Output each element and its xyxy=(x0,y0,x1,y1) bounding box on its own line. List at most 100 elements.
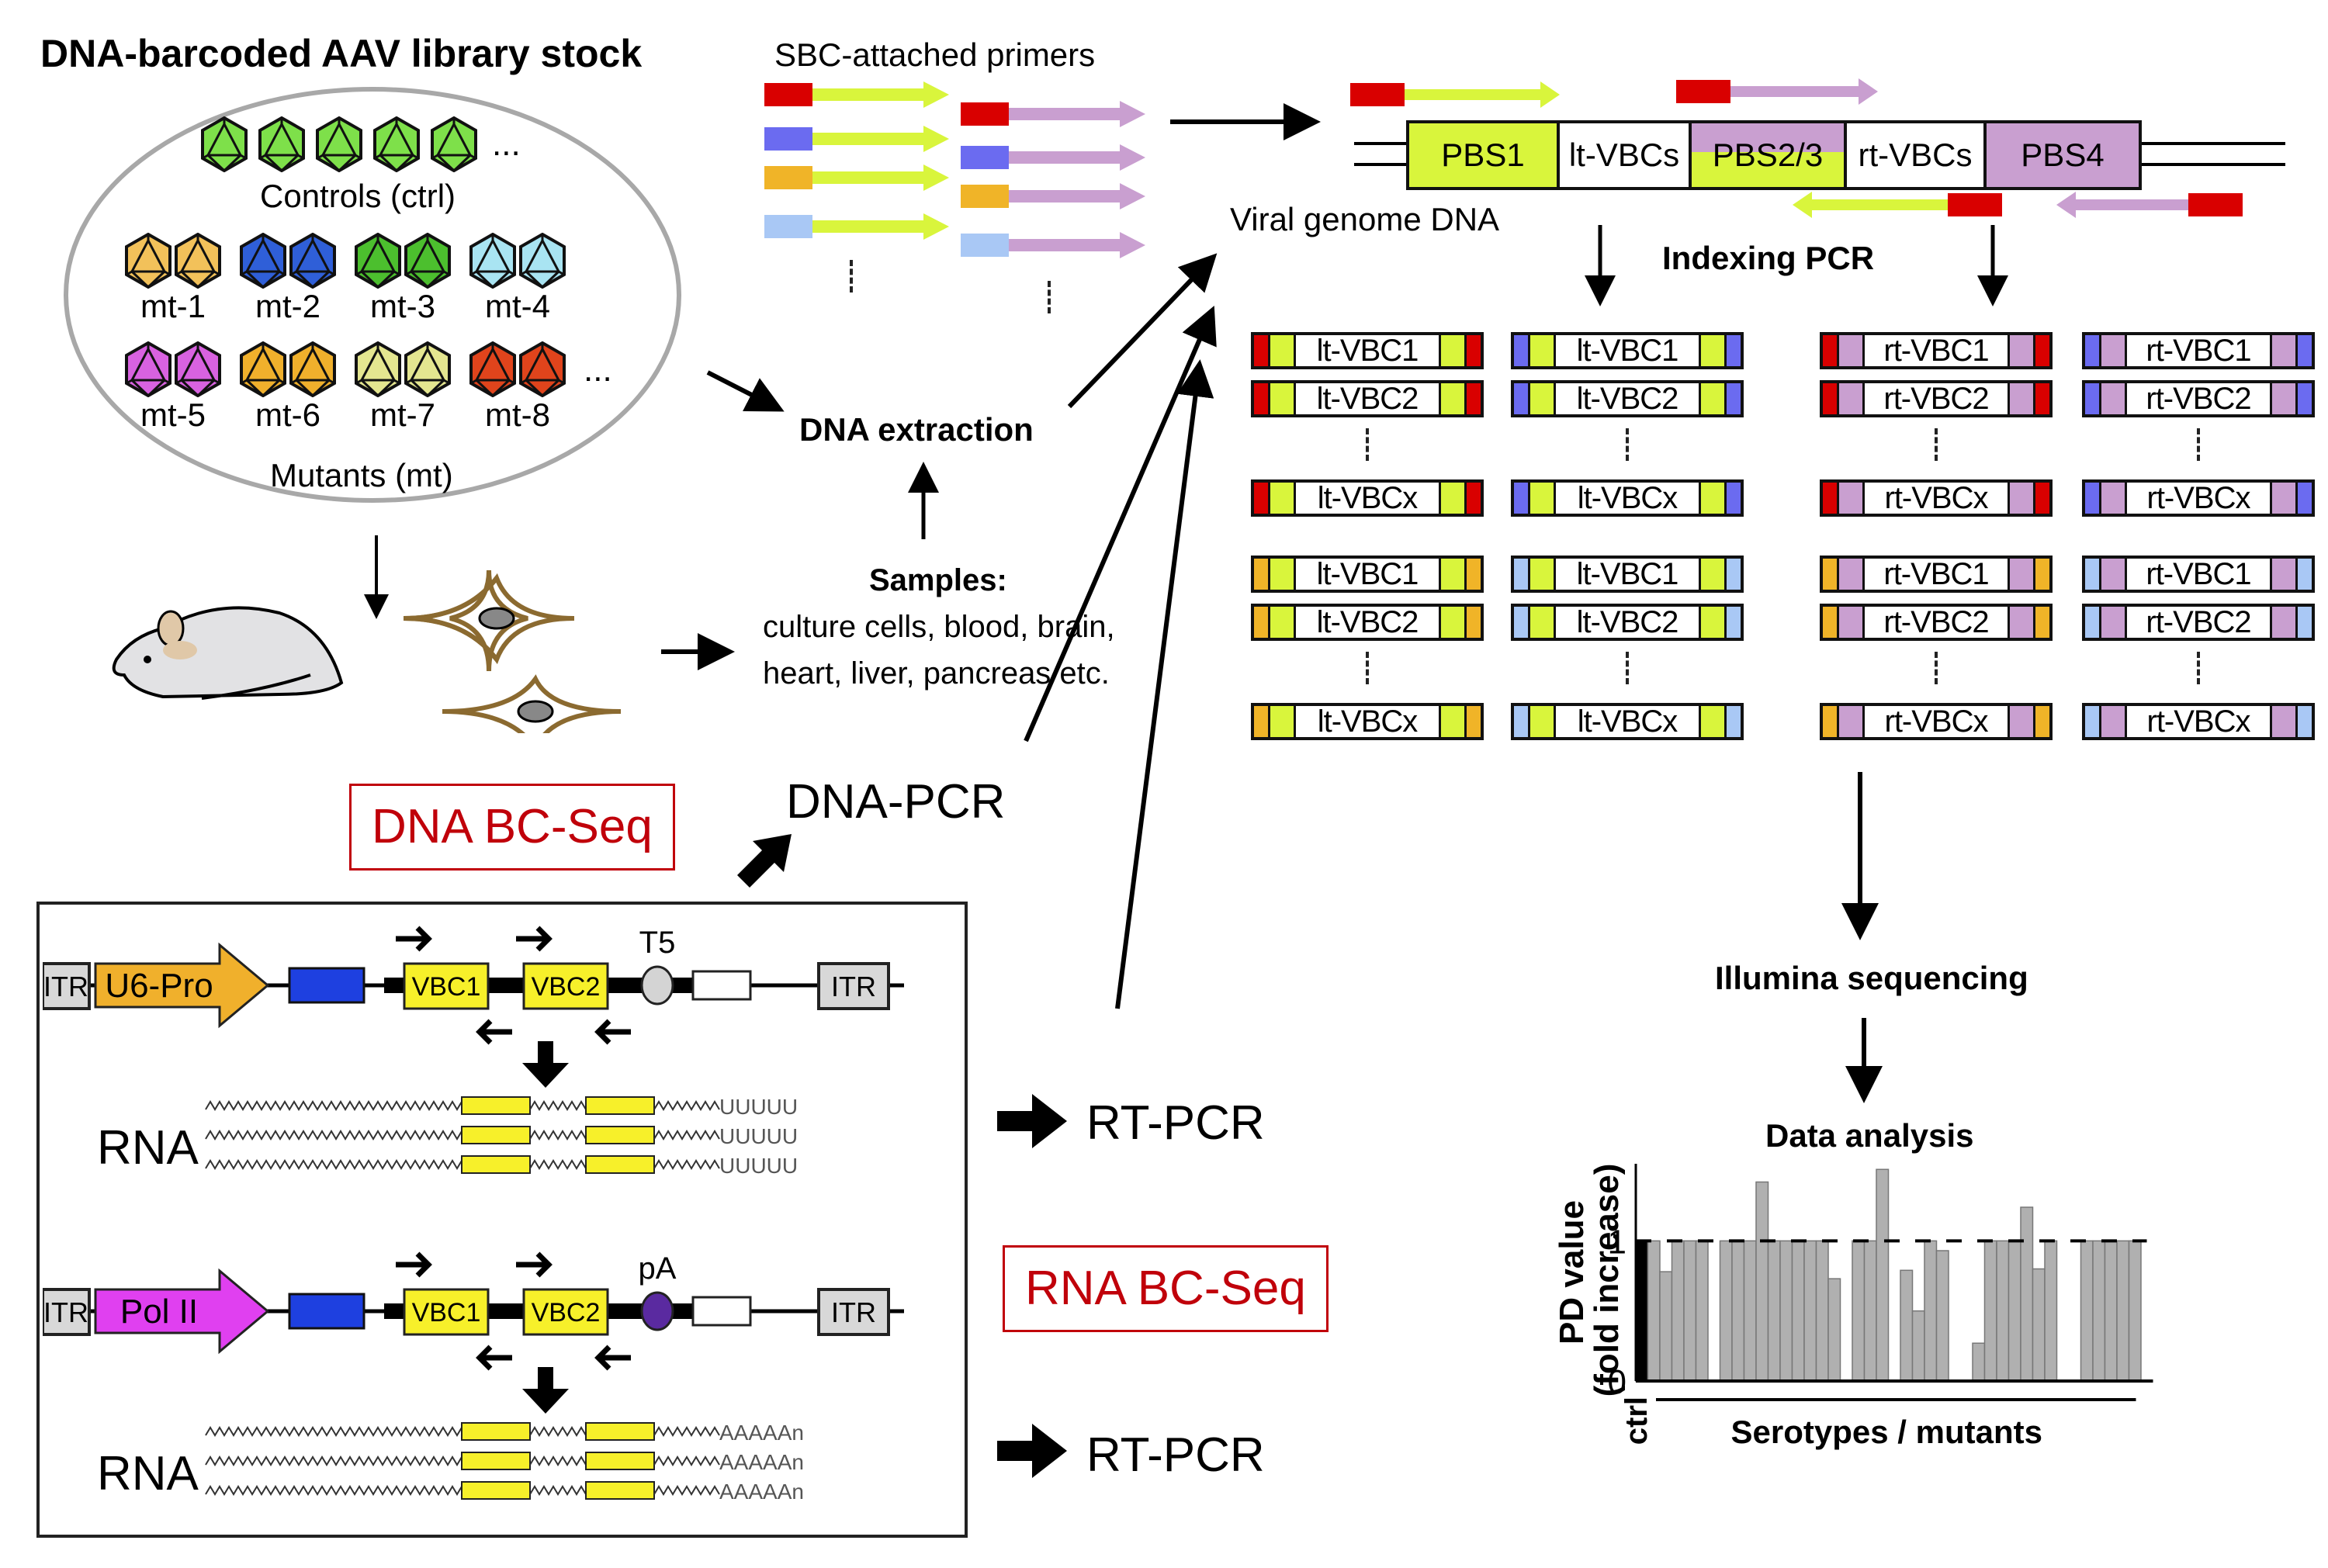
promoter-label: U6-Pro xyxy=(105,967,213,1005)
samples-line-2: heart, liver, pancreas etc. xyxy=(763,656,1110,691)
mutants-ellipsis: ... xyxy=(584,351,612,389)
genome-segment-pbs4: PBS4 xyxy=(1983,123,2139,187)
itr-left xyxy=(43,962,91,1010)
capsid-mutant-icon xyxy=(175,233,221,289)
genome-primers xyxy=(1350,78,2243,218)
mutant-label: mt-6 xyxy=(255,396,320,433)
reverse-primer-icon xyxy=(594,1019,631,1045)
right-indexed-fragment: rt-VBC2 xyxy=(1820,604,2053,641)
mutant-label: mt-7 xyxy=(370,396,435,433)
promoter-arrow xyxy=(94,1268,270,1355)
capsid-mutant-icon xyxy=(289,233,336,289)
controls-label: Controls (ctrl) xyxy=(260,178,456,214)
mutant-group: mt-2 xyxy=(239,233,337,323)
capsid-control-icon xyxy=(373,116,420,172)
data-analysis-label: Data analysis xyxy=(1765,1117,1974,1154)
dna-extraction-label: DNA extraction xyxy=(799,411,1034,448)
rna-tail: AAAAAn xyxy=(719,1480,804,1504)
mutants-row-2: mt-5 mt-6 mt-7 mt-8... xyxy=(124,341,612,431)
controls-row: ... xyxy=(200,116,521,172)
rna-vbc2 xyxy=(585,1155,655,1174)
reverse-primer-icon xyxy=(594,1345,631,1371)
bar xyxy=(1695,1240,1709,1382)
rna-label: RNA xyxy=(97,1447,199,1501)
samples-title: Samples: xyxy=(869,563,1007,597)
left-indexed-fragment: lt-VBCx xyxy=(1511,479,1744,517)
terminator-label: pA xyxy=(639,1251,677,1286)
rna-tail: UUUUU xyxy=(719,1154,798,1178)
mutant-label: mt-4 xyxy=(485,288,550,324)
bar xyxy=(1911,1310,1925,1382)
fragment-label: rt-VBCx xyxy=(2127,704,2270,739)
fragment-label: lt-VBC1 xyxy=(1296,557,1439,591)
fragment-ellipsis xyxy=(1366,428,1369,461)
itr-left xyxy=(43,1288,91,1336)
reverse-primer-icon xyxy=(476,1019,512,1045)
spacer-box xyxy=(691,970,752,1001)
fragment-label: rt-VBC1 xyxy=(1865,334,2008,368)
mutant-group: mt-8 xyxy=(469,341,566,431)
mutant-group: mt-1 xyxy=(124,233,222,323)
viral-genome-label: Viral genome DNA xyxy=(1230,201,1500,237)
spacer-box xyxy=(691,1296,752,1327)
genome-fwd-primer-2-arrow xyxy=(1730,78,1878,105)
capsid-control-icon xyxy=(431,116,477,172)
fragment-label: rt-VBC2 xyxy=(1865,382,2008,416)
capsid-mutant-icon xyxy=(125,341,171,397)
left-indexed-fragment: lt-VBC1 xyxy=(1511,332,1744,369)
sbc-primer xyxy=(961,144,1145,171)
samples-line-1: culture cells, blood, brain, xyxy=(763,610,1115,644)
genome-fwd-primer-2-sbc xyxy=(1676,80,1730,103)
dna-pcr-label: DNA-PCR xyxy=(786,775,1006,829)
fragment-label: lt-VBC1 xyxy=(1556,557,1699,591)
rna-tail: UUUUU xyxy=(719,1095,798,1119)
fragment-label: lt-VBC1 xyxy=(1556,334,1699,368)
terminator-icon xyxy=(640,965,674,1006)
capsid-control-icon xyxy=(201,116,248,172)
fragment-label: lt-VBC2 xyxy=(1296,605,1439,639)
bar xyxy=(1827,1278,1841,1382)
bar xyxy=(2008,1240,2021,1382)
bar xyxy=(2044,1240,2058,1382)
sbc-primer xyxy=(764,164,949,191)
y-axis-label-line-1: PD value xyxy=(1553,1200,1591,1345)
rna-label: RNA xyxy=(97,1121,199,1175)
arrow-library-to-extraction xyxy=(706,370,785,412)
itr-left-label: ITR xyxy=(43,1296,88,1328)
capsid-mutant-icon xyxy=(404,341,451,397)
genome-fwd-primer-1-arrow xyxy=(1405,81,1560,108)
rna-strand xyxy=(205,1159,467,1170)
left-indexed-fragment: lt-VBCx xyxy=(1251,479,1484,517)
rna-strand xyxy=(205,1456,467,1466)
bar xyxy=(1683,1240,1697,1382)
fragment-label: lt-VBC2 xyxy=(1296,382,1439,416)
fragment-label: lt-VBCx xyxy=(1556,481,1699,515)
bar xyxy=(1996,1240,2010,1382)
bar xyxy=(2032,1268,2046,1382)
bar xyxy=(2128,1240,2142,1382)
capsid-mutant-icon xyxy=(519,233,566,289)
vbc1-label: VBC1 xyxy=(412,972,481,1002)
bar xyxy=(1983,1240,1997,1382)
bar xyxy=(2092,1240,2106,1382)
left-indexed-fragment: lt-VBCx xyxy=(1251,703,1484,740)
sbc-primer xyxy=(764,213,949,240)
fat-arrow-dna-pcr xyxy=(737,834,792,888)
genome-segment-pbs2-3: PBS2/3 xyxy=(1689,123,1844,187)
rna-strand xyxy=(205,1130,467,1141)
vbc1-box xyxy=(403,1288,490,1336)
sbc-primer xyxy=(961,183,1145,209)
capsid-mutant-icon xyxy=(240,233,286,289)
capsid-mutant-icon xyxy=(175,341,221,397)
bar xyxy=(1900,1269,1914,1382)
fragment-ellipsis xyxy=(1935,652,1938,684)
rna-tail: UUUUU xyxy=(719,1124,798,1148)
library-ellipse xyxy=(64,87,681,503)
bar xyxy=(1876,1168,1890,1382)
fat-arrow-rt-pcr-1 xyxy=(997,1094,1067,1148)
genome-rev-primer-2-sbc xyxy=(2188,193,2243,216)
vbc2-label: VBC2 xyxy=(532,972,601,1002)
mutant-label: mt-5 xyxy=(140,396,206,433)
